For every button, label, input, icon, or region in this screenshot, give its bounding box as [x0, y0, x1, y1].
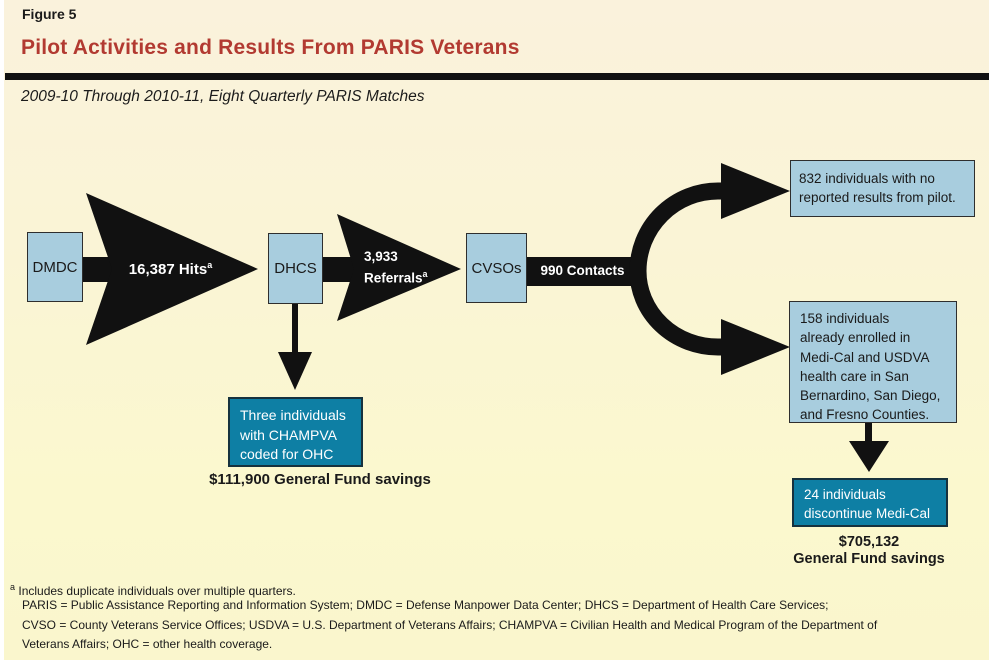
figure-number: Figure 5: [22, 6, 77, 22]
node-cvsos: CVSOs: [466, 233, 527, 303]
referrals-word-line: Referralsa: [364, 266, 428, 287]
discontinue-savings-text: $705,132 General Fund savings: [793, 534, 945, 567]
hits-arrow: [83, 193, 258, 345]
node-dhcs-label: DHCS: [274, 260, 317, 277]
contacts-label: 990 Contacts: [540, 263, 625, 278]
contacts-bar: [527, 257, 638, 286]
footnote-a-text: Includes duplicate individuals over mult…: [18, 584, 296, 598]
outcome-discontinue-box: 24 individuals discontinue Medi-Cal: [792, 478, 948, 527]
title-divider: [5, 73, 989, 80]
outcome-no-results-box: 832 individuals with no reported results…: [790, 160, 975, 217]
node-dhcs: DHCS: [268, 233, 323, 304]
referrals-label: 3,933 Referralsa: [364, 248, 428, 287]
enrolled-down-arrow: [849, 423, 889, 472]
footnote-a: a Includes duplicate individuals over mu…: [10, 578, 296, 602]
outcome-champva-box: Three individuals with CHAMPVA coded for…: [228, 397, 363, 467]
figure-title: Pilot Activities and Results From PARIS …: [21, 36, 520, 59]
referrals-arrow: [323, 214, 461, 321]
champva-savings-text: $111,900 General Fund savings: [209, 471, 431, 488]
footnote-definitions: PARIS = Public Assistance Reporting and …: [22, 598, 878, 651]
node-dmdc-label: DMDC: [32, 258, 78, 276]
hits-footnote-marker: a: [207, 260, 213, 270]
hits-value: 16,387 Hits: [128, 261, 208, 278]
hits-label: 16,387 Hitsa: [108, 260, 233, 278]
figure-subtitle: 2009-10 Through 2010-11, Eight Quarterly…: [21, 88, 425, 105]
node-cvsos-label: CVSOs: [471, 259, 522, 277]
node-dmdc: DMDC: [27, 232, 83, 302]
fork-lower-arrow: [629, 270, 790, 375]
dhcs-down-arrow: [278, 304, 312, 390]
fork-upper-arrow: [629, 163, 790, 272]
referrals-word: Referrals: [364, 270, 423, 285]
footnote-a-marker: a: [10, 582, 16, 592]
referrals-footnote-marker: a: [422, 268, 428, 279]
referrals-value: 3,933: [364, 249, 398, 264]
outcome-enrolled-box: 158 individuals already enrolled in Medi…: [789, 301, 957, 423]
